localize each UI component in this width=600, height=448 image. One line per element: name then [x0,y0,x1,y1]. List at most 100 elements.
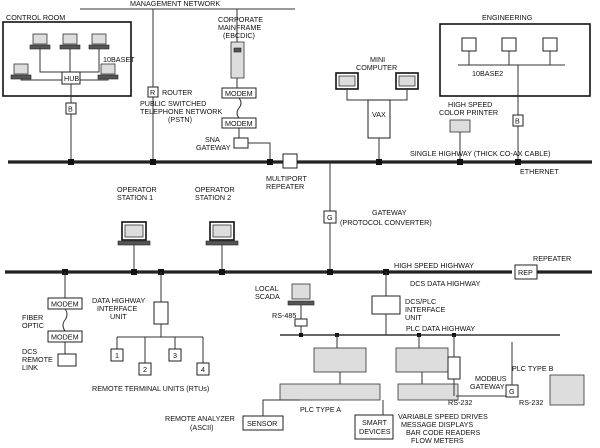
tenbase2-bus [458,51,565,66]
rs232-left-label: RS-232 [448,398,472,407]
plc-type-a-label: PLC TYPE A [300,405,341,414]
dcsplc-box [371,295,401,315]
printer-icon [449,119,471,133]
mainframe-line-2: MAINFRAME [218,23,261,32]
modem-link [236,97,242,119]
local-scada-keyboard [287,300,315,306]
modem-fiber-upper-label: MODEM [51,300,79,309]
sna-line-1: SNA [205,135,220,144]
plc-type-b-rack [549,374,585,406]
printer-line-1: HIGH SPEED [448,100,492,109]
plc-type-b-label: PLC TYPE B [512,364,554,373]
multiport-line-1: MULTIPORT [266,174,307,183]
rtu-2 [138,362,152,376]
rtu-3-label: 3 [173,351,177,360]
ethernet-label: ETHERNET [520,167,559,176]
single-highway-taps [68,159,521,165]
dcs-data-highway-label: DCS DATA HIGHWAY [410,279,481,288]
local-scada-pc [291,283,311,300]
operator1-line-2: STATION 1 [117,193,153,202]
fiber-line-2: OPTIC [22,321,44,330]
vax-cabinet [367,99,391,139]
modem-fiber-lower-label: MODEM [51,333,79,342]
mini-line-2: COMPUTER [356,63,397,72]
modbus-line-1: MODBUS [475,374,507,383]
vsd-line-3: BAR CODE READERS [406,428,480,437]
pstn-line-1: PUBLIC SWITCHED [140,99,206,108]
smart-line-1: SMART [362,418,388,427]
pstn-line-3: (PSTN) [168,115,192,124]
dcs-remote-box [57,353,77,367]
multiport-line-2: REPEATER [266,182,304,191]
engineering-label: ENGINEERING [482,13,533,22]
hub-label: HUB [64,74,79,83]
dcs-remote-line-3: LINK [22,363,38,372]
plc-type-a-io [279,383,381,401]
dcsplc-line-3: UNIT [405,313,422,322]
smart-line-2: DEVICES [359,427,391,436]
modem-upper-label: MODEM [225,89,253,98]
rs232-right-label: RS-232 [519,398,543,407]
sna-gateway-box [233,137,249,149]
rep-label: REP [518,268,533,277]
sna-line-2: GATEWAY [196,143,231,152]
bridge-badge-right-label: B [515,117,520,126]
mainframe-icon [230,41,245,79]
vax-label: VAX [372,110,386,119]
mini-terminal-left-screen [338,75,356,87]
dhiu-line-2: INTERFACE [97,304,138,313]
rs485-box [294,318,308,327]
router-label: ROUTER [162,88,192,97]
bridge-badge-left [65,102,77,115]
multiport-repeater-box [282,153,298,169]
operator1-screen [124,224,144,238]
bridge-badge-right [512,114,524,127]
dcs-remote-line-1: DCS [22,347,37,356]
management-network-label: MANAGEMENT NETWORK [130,0,220,8]
modbus-g-badge-label: G [509,387,515,396]
plc-rack-a [313,347,367,373]
rtu-label: REMOTE TERMINAL UNITS (RTUs) [92,384,209,393]
router-badge-label: R [150,88,155,97]
printer-line-2: COLOR PRINTER [439,108,498,117]
rtu-1-label: 1 [115,351,119,360]
modem-lower-label: MODEM [225,119,253,128]
operator2-screen [212,224,232,238]
mainframe-line-3: (EBCDIC) [223,31,255,40]
modbus-g-links [456,342,513,397]
sensor-label: SENSOR [247,419,277,428]
rtu-4 [196,362,210,376]
mainframe-line-1: CORPORATE [218,15,263,24]
plc-data-highway-label: PLC DATA HIGHWAY [406,324,475,333]
modbus-box [447,356,461,380]
local-scada-line-1: LOCAL [255,284,279,293]
gateway-line-1: GATEWAY [372,208,407,217]
eng-ws-3 [542,37,558,52]
analyzer-line-1: REMOTE ANALYZER [165,414,235,423]
engineering-frame [439,23,591,97]
high-speed-highway-label: HIGH SPEED HIGHWAY [394,261,474,270]
dhiu-box [153,301,169,325]
rtu-links [116,324,204,363]
rs485-label: RS-485 [272,311,296,320]
gateway-line-2: (PROTOCOL CONVERTER) [340,218,432,227]
operator1-keyboard [117,240,151,246]
bridge-badge-left-label: B [68,105,73,114]
tenbase2-label: 10BASE2 [472,69,503,78]
smart-devices-box [354,414,394,440]
analyzer-line-2: (ASCII) [190,423,214,432]
rtu-4-label: 4 [201,365,205,374]
fiber-link [62,308,68,332]
rtu-1 [110,348,124,362]
mini-links [346,89,408,101]
router-badge [147,86,159,98]
tenbaset-label: 10BASET [103,55,135,64]
rtu-3 [168,348,182,362]
operator2-keyboard [205,240,239,246]
mainframe-panel [233,47,242,53]
modbus-line-2: GATEWAY [470,382,505,391]
single-highway-label: SINGLE HIGHWAY (THICK CO-AX CABLE) [410,149,550,158]
dhiu-line-1: DATA HIGHWAY [92,296,145,305]
mini-line-1: MINI [370,55,385,64]
mini-terminal-right-screen [398,75,416,87]
